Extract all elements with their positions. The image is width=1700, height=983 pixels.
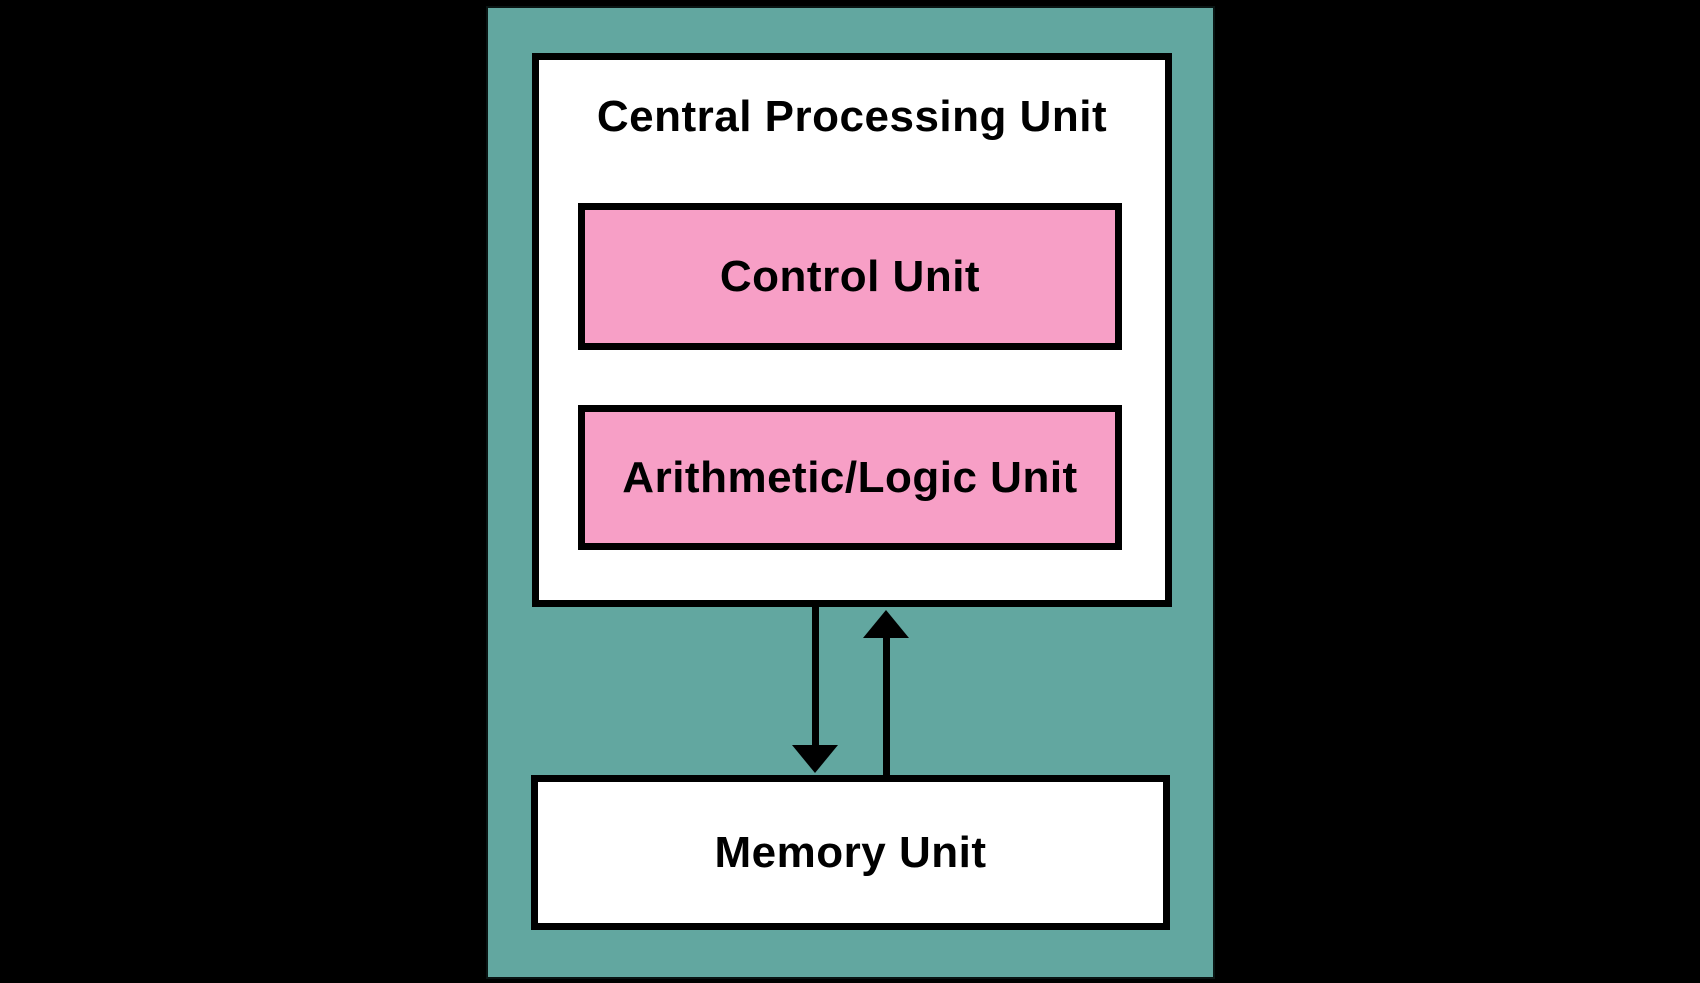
memory-to-cpu-arrowhead-icon [863, 610, 909, 638]
memory-to-cpu-arrow-line [883, 637, 890, 783]
memory-unit-box: Memory Unit [531, 775, 1170, 930]
memory-unit-label: Memory Unit [714, 827, 987, 877]
arithmetic-logic-unit-label: Arithmetic/Logic Unit [622, 452, 1078, 502]
cpu-title: Central Processing Unit [596, 92, 1108, 141]
control-unit-box: Control Unit [578, 203, 1122, 350]
cpu-to-memory-arrowhead-icon [792, 745, 838, 773]
control-unit-label: Control Unit [719, 251, 981, 301]
cpu-to-memory-arrow-line [812, 607, 819, 747]
arithmetic-logic-unit-box: Arithmetic/Logic Unit [578, 405, 1122, 550]
